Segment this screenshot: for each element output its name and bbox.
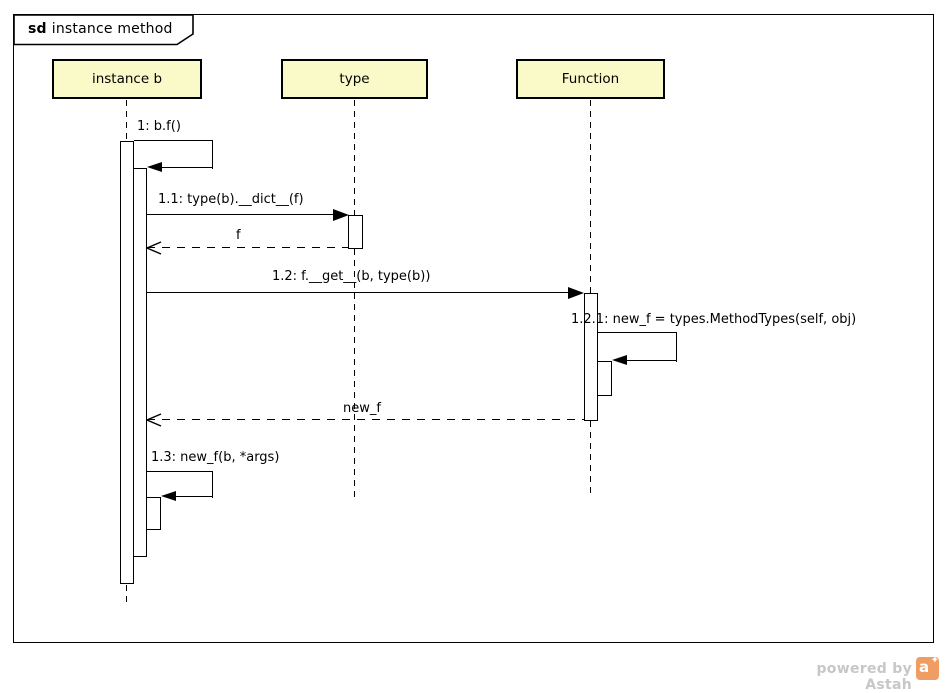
lifeline-line-function-lower xyxy=(590,421,592,498)
message-1-2-1-line-bottom[interactable] xyxy=(627,360,677,361)
message-1-3-line-top[interactable] xyxy=(147,471,213,472)
frame-tab xyxy=(13,14,194,46)
message-1-2-line[interactable] xyxy=(147,292,568,293)
activation-instance-b-outer[interactable] xyxy=(120,141,134,584)
message-1-2-1-line-top[interactable] xyxy=(598,332,677,333)
message-1-2-1-line-right[interactable] xyxy=(676,332,677,362)
activation-instance-b-nested2[interactable] xyxy=(146,497,161,530)
frame-title-name: instance method xyxy=(51,21,173,37)
return-new-f-label[interactable]: new_f xyxy=(343,401,381,416)
return-f-label[interactable]: f xyxy=(236,228,241,243)
lifeline-head-function[interactable]: Function xyxy=(516,59,665,99)
activation-instance-b-nested1[interactable] xyxy=(133,168,147,557)
frame-title-keyword: sd xyxy=(28,21,47,37)
message-1-line-bottom[interactable] xyxy=(161,167,213,168)
message-1-2-1-label[interactable]: 1.2.1: new_f = types.MethodTypes(self, o… xyxy=(571,312,857,327)
message-1-1-line[interactable] xyxy=(147,214,333,215)
lifeline-label-function: Function xyxy=(561,71,620,87)
lifeline-line-instance-b-lower xyxy=(126,585,128,602)
return-f-arrowhead-open[interactable] xyxy=(146,241,162,255)
lifeline-line-type-lower xyxy=(354,249,356,498)
lifeline-line-instance-b-upper xyxy=(126,100,128,141)
message-1-2-arrowhead-filled[interactable] xyxy=(568,287,584,299)
activation-function[interactable] xyxy=(584,293,598,421)
lifeline-head-type[interactable]: type xyxy=(281,59,428,99)
message-1-3-arrowhead-filled[interactable] xyxy=(161,491,176,501)
lifeline-label-type: type xyxy=(339,71,370,87)
message-1-arrowhead-filled[interactable] xyxy=(147,162,162,172)
astah-logo-icon: a ✦ xyxy=(916,655,939,680)
diagram-frame xyxy=(13,14,934,643)
message-1-3-line-right[interactable] xyxy=(212,471,213,498)
message-1-2-label[interactable]: 1.2: f.__get__(b, type(b)) xyxy=(272,269,431,284)
message-1-label[interactable]: 1: b.f() xyxy=(137,119,181,134)
lifeline-line-type-upper xyxy=(354,100,356,215)
message-1-1-label[interactable]: 1.1: type(b).__dict__(f) xyxy=(158,192,304,207)
message-1-2-1-arrowhead-filled[interactable] xyxy=(612,355,627,365)
astah-logo-letter: a xyxy=(919,658,930,676)
watermark-text: powered by Astah xyxy=(816,661,912,693)
message-1-line-right[interactable] xyxy=(212,140,213,169)
activation-function-nested[interactable] xyxy=(597,361,612,396)
message-1-3-label[interactable]: 1.3: new_f(b, *args) xyxy=(151,450,280,465)
return-f-line[interactable] xyxy=(147,247,348,249)
message-1-3-line-bottom[interactable] xyxy=(176,496,213,497)
message-1-1-arrowhead-filled[interactable] xyxy=(333,209,349,221)
message-1-line-top[interactable] xyxy=(134,140,213,141)
return-new-f-arrowhead-open[interactable] xyxy=(146,413,162,427)
return-new-f-line[interactable] xyxy=(147,419,584,421)
lifeline-label-instance-b: instance b xyxy=(91,71,163,87)
frame-tab-shape xyxy=(13,14,194,46)
astah-logo-star-icon: ✦ xyxy=(930,655,939,666)
lifeline-line-function-upper xyxy=(590,100,592,293)
lifeline-head-instance-b[interactable]: instance b xyxy=(52,59,202,99)
activation-type[interactable] xyxy=(348,215,363,249)
